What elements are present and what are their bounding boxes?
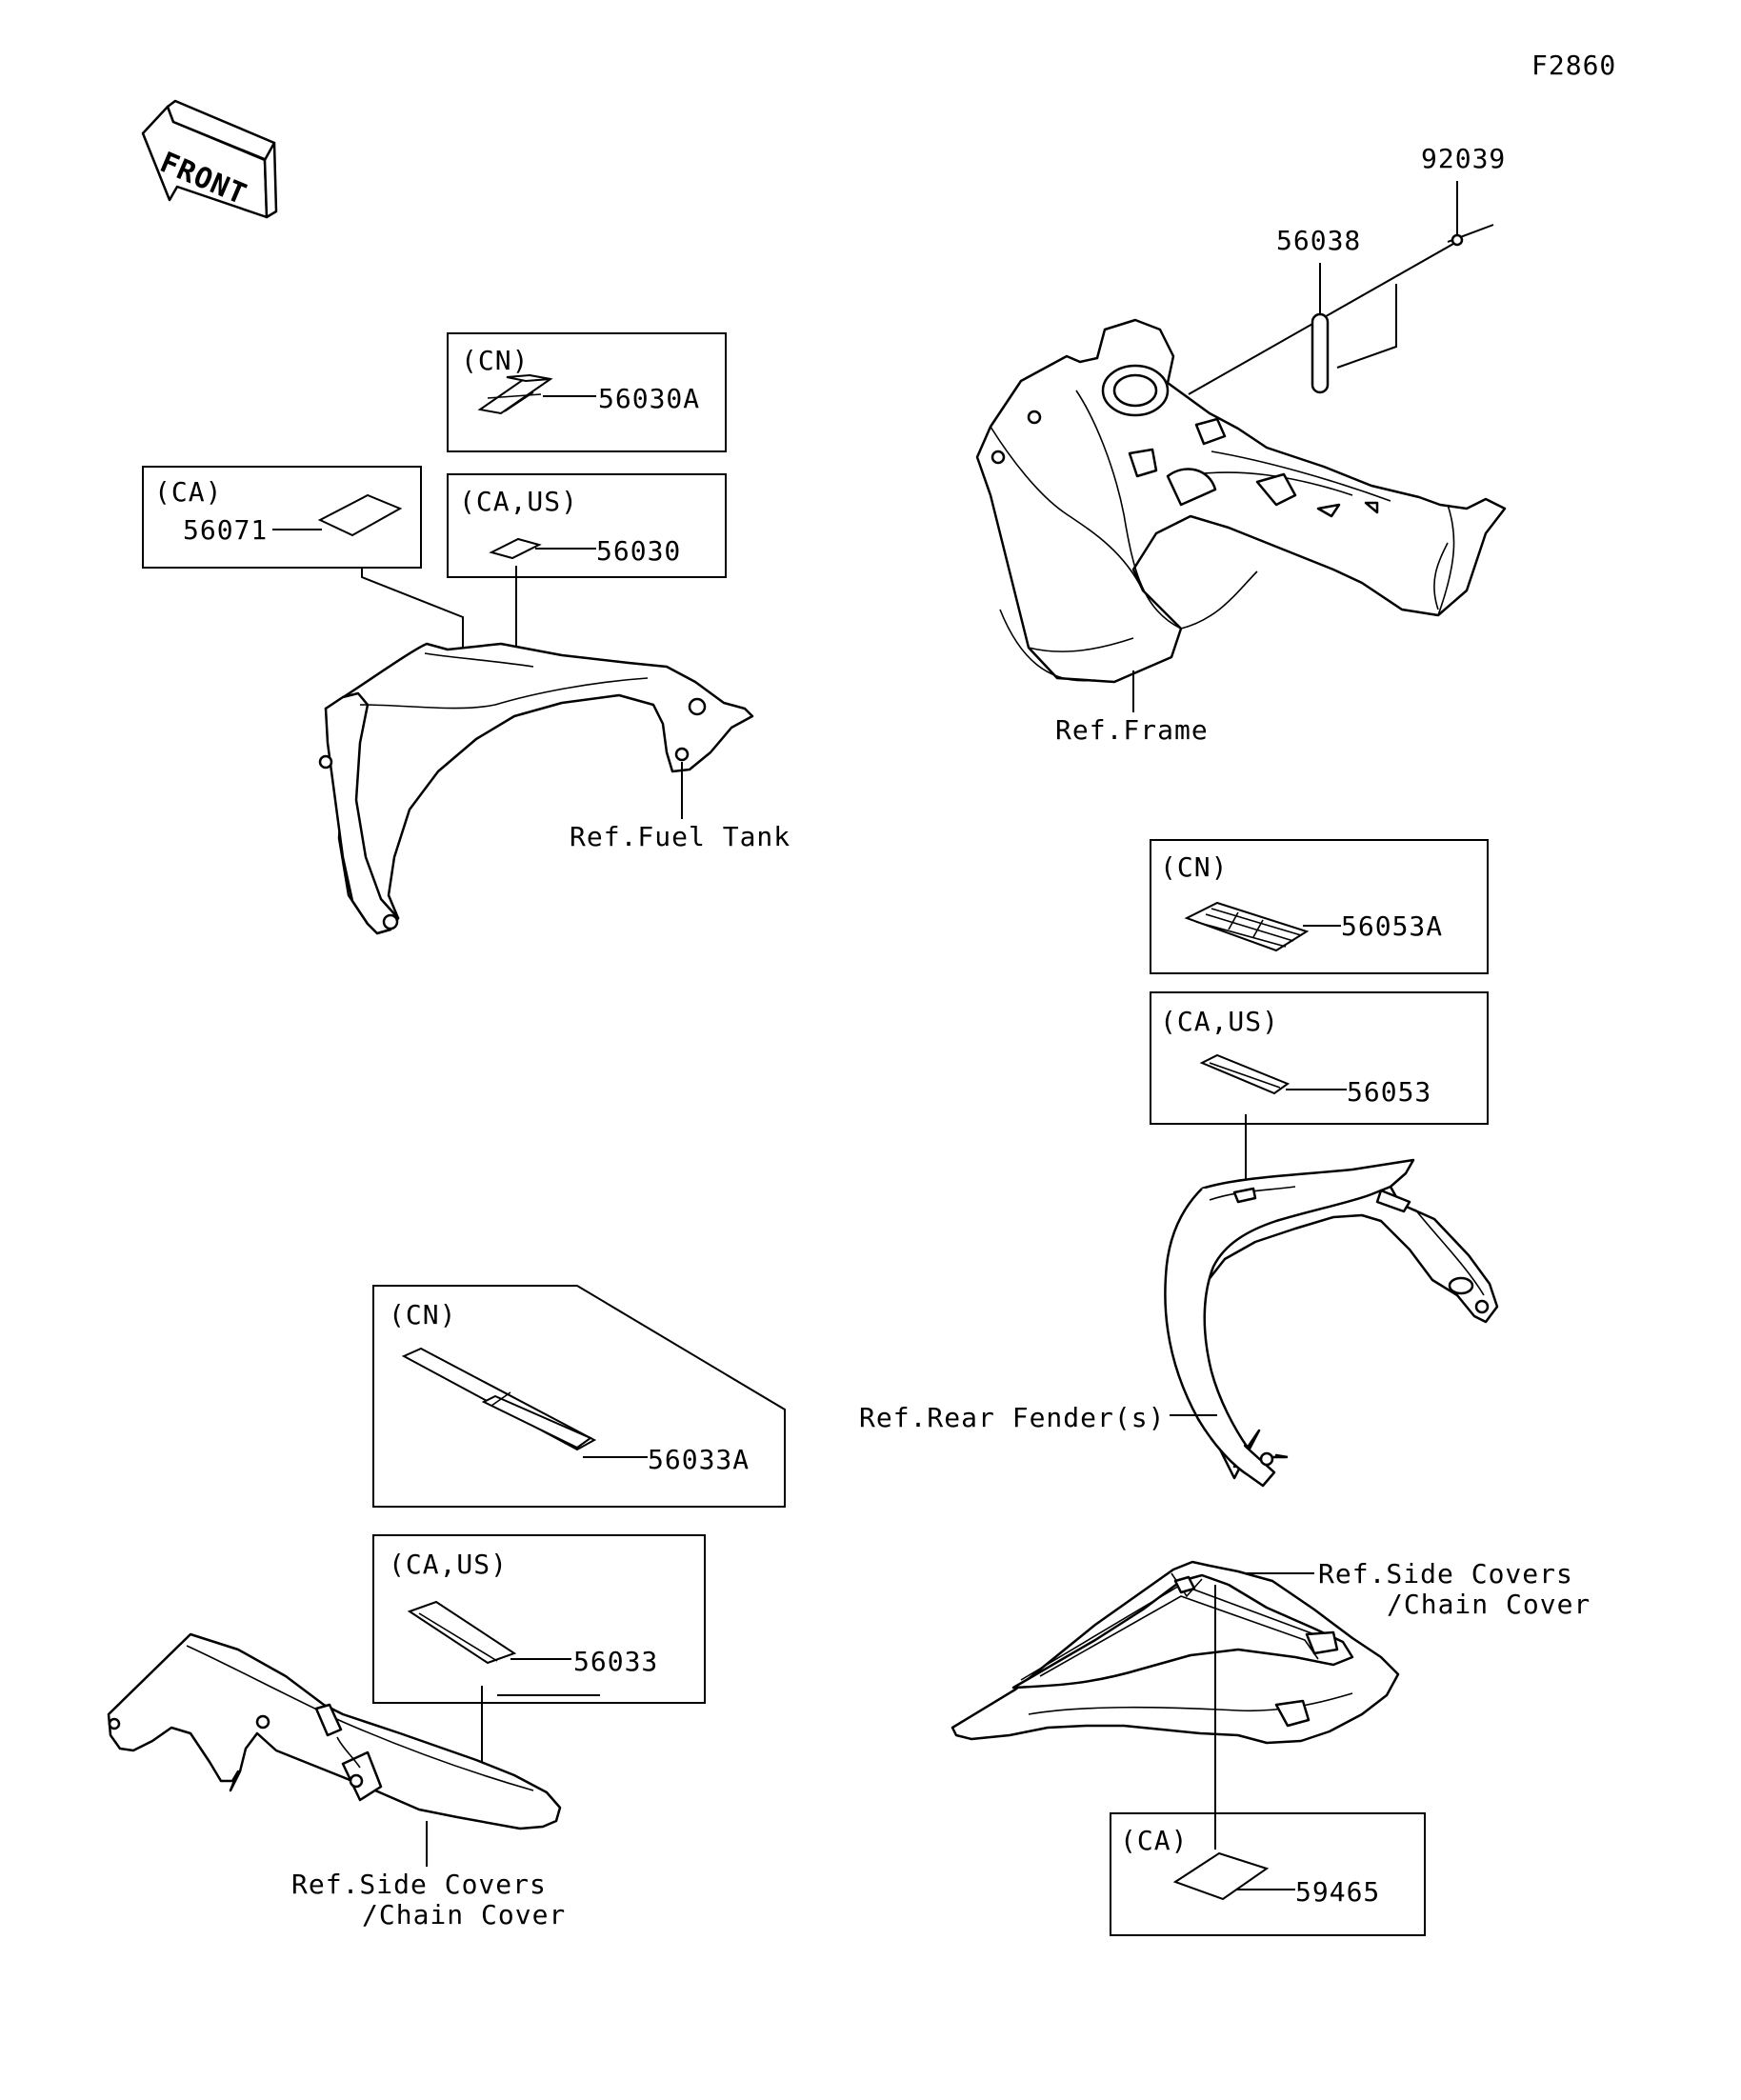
decal-56030a-icon [477,373,553,415]
part-56038: 56038 [1276,225,1361,256]
frame-part-icon [975,318,1507,684]
front-direction-arrow-icon: FRONT [141,99,278,219]
box-ca-56071 [142,466,422,569]
ref-side-covers-left-line1: Ref.Side Covers [291,1869,547,1900]
fuel-tank-part-icon [318,642,754,935]
region-caus-label-3: (CA,US) [389,1549,508,1580]
part-56071: 56071 [183,514,268,546]
decal-56033a-icon [401,1347,597,1451]
decal-59465-icon [1172,1851,1270,1901]
ref-side-covers-right-line1: Ref.Side Covers [1318,1558,1573,1590]
box-caus-56030 [447,473,727,578]
part-56033a: 56033A [648,1444,750,1475]
box-ca-59465 [1110,1812,1426,1936]
region-cn-label-3: (CN) [389,1299,456,1330]
label-56038-icon [1311,312,1330,394]
rivet-92039-icon [1447,181,1494,247]
chain-cover-part-icon [107,1632,562,1830]
region-caus-label: (CA,US) [459,486,578,517]
box-cn-56053a [1150,839,1489,974]
part-56030a: 56030A [598,383,700,414]
part-56053a: 56053A [1341,910,1443,942]
part-92039: 92039 [1421,143,1506,174]
part-56033: 56033 [573,1646,658,1677]
ref-side-covers-left-line2: /Chain Cover [362,1899,566,1930]
part-59465: 59465 [1295,1876,1380,1908]
ref-side-covers-right-line2: /Chain Cover [1387,1589,1591,1620]
decal-56033-icon [407,1600,517,1665]
box-caus-56033 [372,1534,706,1704]
region-ca-label: (CA) [154,476,222,508]
figure-code: F2860 [1531,50,1616,81]
decal-56053-icon [1199,1053,1291,1095]
ref-fuel-tank: Ref.Fuel Tank [570,821,790,852]
region-ca-label-2: (CA) [1120,1825,1188,1856]
region-cn-label: (CN) [461,345,529,376]
decal-56030-icon [489,537,542,560]
ref-rear-fender: Ref.Rear Fender(s) [859,1402,1165,1433]
ref-frame: Ref.Frame [1055,714,1209,746]
box-cn-56033a [372,1285,786,1508]
decal-56053a-icon [1184,901,1310,952]
part-56053: 56053 [1347,1076,1431,1108]
part-56030: 56030 [596,535,681,567]
rear-fender-part-icon [1164,1158,1499,1488]
box-caus-56053 [1150,991,1489,1125]
box-cn-56030a [447,332,727,452]
region-caus-label-2: (CA,US) [1160,1006,1279,1037]
decal-56071-icon [317,493,403,537]
side-covers-part-icon [951,1560,1400,1745]
region-cn-label-2: (CN) [1160,851,1228,883]
